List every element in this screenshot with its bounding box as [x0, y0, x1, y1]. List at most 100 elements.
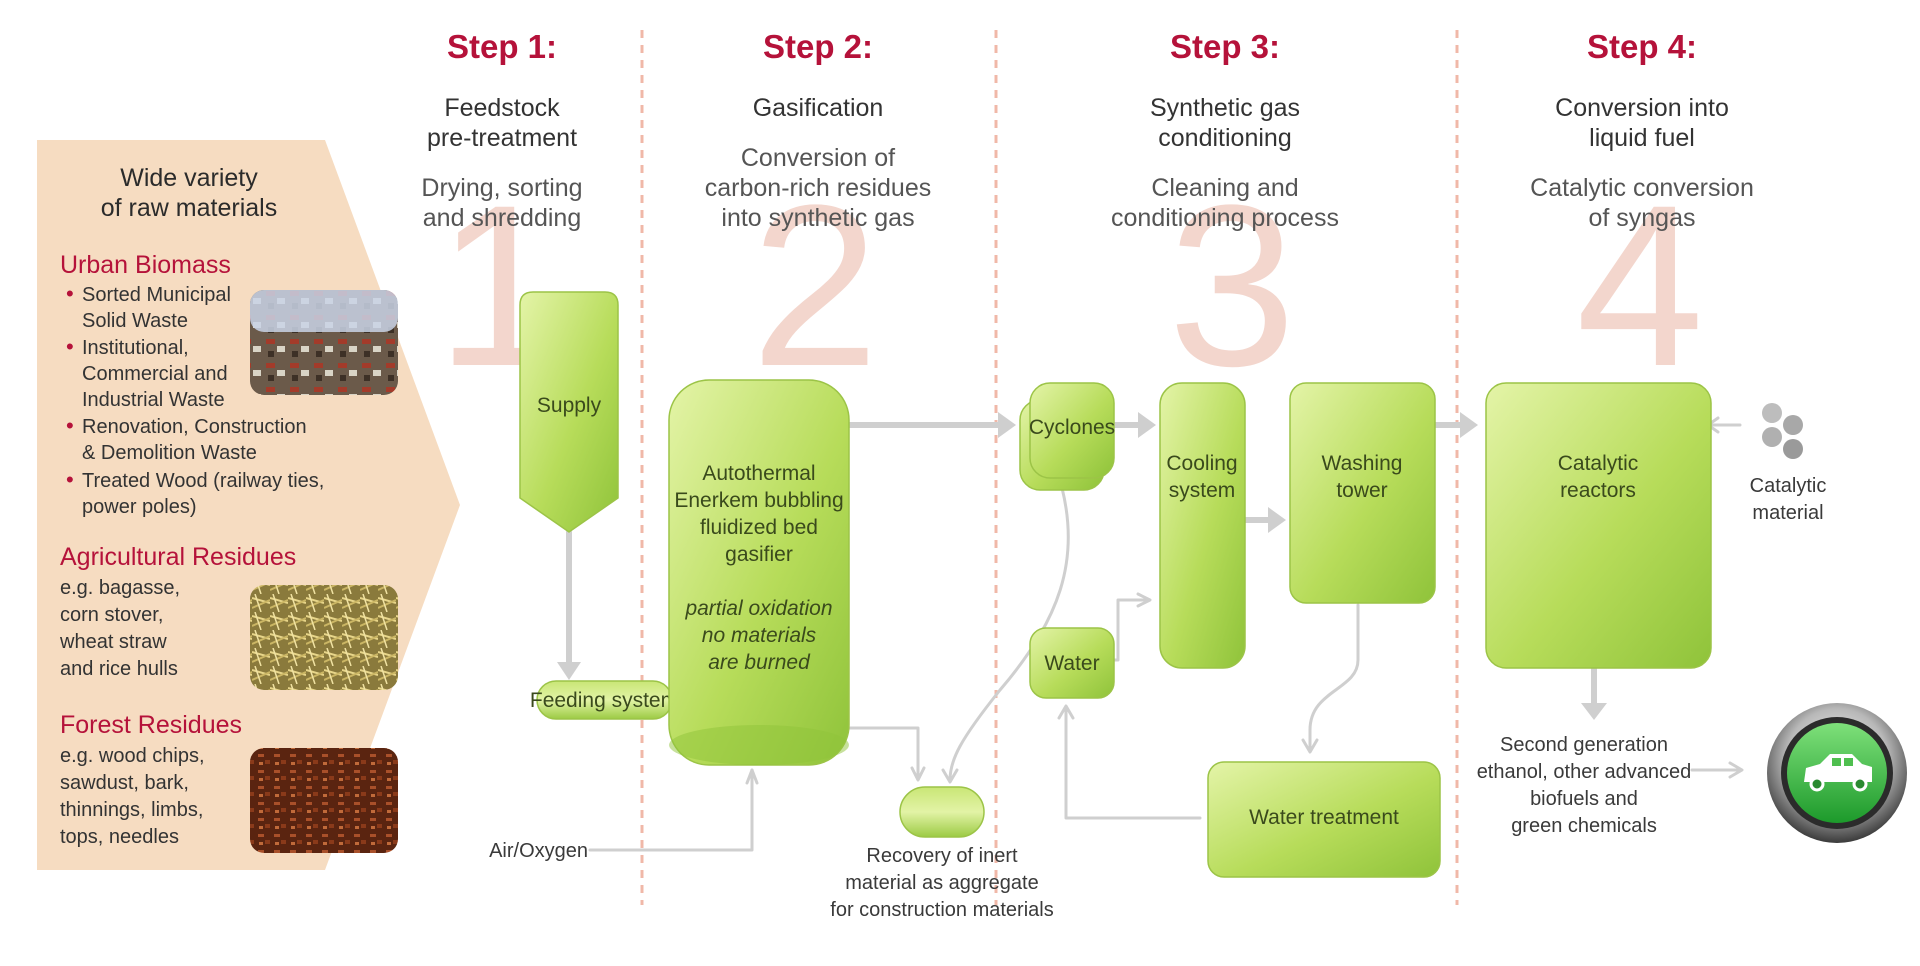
arrowhead-icon — [1460, 412, 1478, 438]
cyclones-recovery-arrowhead-icon — [941, 768, 959, 784]
urban-biomass-title: Urban Biomass — [60, 251, 231, 279]
urban-item-3-line-1: Renovation, Construction — [82, 416, 307, 438]
raw-materials-heading-line-1: Wide variety — [120, 164, 258, 192]
agricultural-line-4: and rice hulls — [60, 658, 178, 680]
urban-item-3-line-2: & Demolition Waste — [82, 442, 257, 464]
gasifier — [668, 379, 850, 766]
step-4-subtitle-line-1: Conversion into — [1555, 94, 1729, 122]
catalytic-material-label-line-2: material — [1752, 502, 1823, 524]
gasifier-labels: Autothermal Enerkem bubbling fluidized b… — [674, 462, 843, 674]
step-4-big-number: 4 — [1576, 157, 1704, 414]
bullet-icon: • — [66, 334, 74, 359]
cooling-system-label-line-1: Cooling — [1166, 452, 1237, 475]
water-treatment — [1207, 761, 1441, 878]
urban-waste-image-sky — [250, 290, 398, 332]
cyclones — [1029, 382, 1115, 479]
outputs-line-2: ethanol, other advanced — [1477, 761, 1692, 783]
straw-image — [250, 585, 398, 690]
outputs-line-1: Second generation — [1500, 734, 1668, 756]
gasifier-note-line-3: are burned — [708, 651, 811, 674]
forest-line-1: e.g. wood chips, — [60, 745, 205, 767]
step-3-header: Step 3: Synthetic gas conditioning Clean… — [1111, 28, 1339, 232]
raw-materials-heading: Wide variety of raw materials — [101, 164, 277, 222]
gasifier-note-line-1: partial oxidation — [684, 597, 832, 620]
step-1-header: Step 1: Feedstock pre-treatment Drying, … — [421, 28, 582, 232]
air-oxygen-arrowhead-icon — [745, 768, 759, 785]
supply-label: Supply — [537, 394, 602, 417]
step-4-description-line-2: of syngas — [1588, 204, 1695, 232]
bullet-icon: • — [66, 467, 74, 492]
step-1-subtitle-line-2: pre-treatment — [427, 124, 577, 152]
agricultural-list: e.g. bagasse, corn stover, wheat straw a… — [59, 577, 180, 680]
outputs-text: Second generation ethanol, other advance… — [1477, 734, 1692, 837]
urban-item-4-line-1: Treated Wood (railway ties, — [82, 470, 324, 492]
arrowhead-icon — [998, 412, 1016, 438]
catalytic-reactors — [1485, 382, 1712, 669]
step-4-subtitle-line-2: liquid fuel — [1589, 124, 1695, 152]
recovery-note-line-2: material as aggregate — [845, 872, 1038, 894]
gasifier-note-line-2: no materials — [702, 624, 817, 647]
catalytic-material-label-line-1: Catalytic — [1750, 475, 1827, 497]
water-cooling-arrowhead-icon — [1136, 592, 1152, 608]
car-arrowhead-icon — [1728, 761, 1744, 779]
cooling-system — [1159, 382, 1246, 669]
washing-tower-label-line-1: Washing — [1322, 452, 1403, 475]
arrowhead-icon — [1138, 412, 1156, 438]
washing-tower — [1289, 382, 1436, 604]
step-2-description-line-1: Conversion of — [741, 144, 895, 172]
arrowhead-icon — [1268, 507, 1286, 533]
agricultural-line-2: corn stover, — [60, 604, 163, 626]
connector-arrows — [566, 422, 1597, 708]
catalytic-reactors-label-line-2: reactors — [1560, 479, 1636, 502]
forest-residues-title: Forest Residues — [60, 711, 242, 739]
gasifier-label-line-3: fluidized bed — [700, 516, 818, 539]
washing-to-treatment-line — [1308, 603, 1360, 752]
treatment-arrowhead-icon — [1301, 738, 1319, 754]
treatment-to-water-line — [1064, 706, 1202, 820]
cooling-system-label-line-2: system — [1169, 479, 1236, 502]
recovery-note: Recovery of inert material as aggregate … — [830, 845, 1053, 921]
water-label: Water — [1044, 652, 1099, 675]
urban-item-1-line-1: Sorted Municipal — [82, 284, 231, 306]
urban-item-1-line-2: Solid Waste — [82, 310, 188, 332]
step-3-description-line-2: conditioning process — [1111, 204, 1339, 232]
step-1-description-line-2: and shredding — [423, 204, 581, 232]
step-1-title: Step 1: — [447, 28, 557, 65]
agricultural-line-3: wheat straw — [59, 631, 167, 653]
cyclones-to-recovery-line — [948, 486, 1070, 782]
recovery-note-line-3: for construction materials — [830, 899, 1053, 921]
step-4-description-line-1: Catalytic conversion — [1530, 174, 1754, 202]
gasifier-label-line-2: Enerkem bubbling — [674, 489, 843, 512]
feeding-system-label: Feeding system — [530, 689, 678, 712]
step-2-subtitle-line-1: Gasification — [753, 94, 884, 122]
gasifier-to-recovery-line — [846, 726, 920, 780]
step-3-title: Step 3: — [1170, 28, 1280, 65]
step-4-header: Step 4: Conversion into liquid fuel Cata… — [1530, 28, 1754, 232]
arrowhead-icon — [557, 662, 581, 680]
recovery-note-line-1: Recovery of inert — [866, 845, 1018, 867]
connector-arrowheads — [557, 412, 1607, 720]
air-oxygen-line — [588, 768, 754, 852]
urban-item-2-line-3: Industrial Waste — [82, 389, 225, 411]
gasifier-label-line-4: gasifier — [725, 543, 793, 566]
arrowhead-icon — [1581, 703, 1607, 720]
step-2-big-number: 2 — [751, 157, 879, 414]
wood-chips-image — [250, 748, 398, 853]
agricultural-line-1: e.g. bagasse, — [60, 577, 180, 599]
recovery-vessel — [899, 786, 985, 838]
step-2-title: Step 2: — [763, 28, 873, 65]
forest-list: e.g. wood chips, sawdust, bark, thinning… — [60, 745, 205, 848]
supply-hopper — [519, 291, 619, 533]
step-1-description-line-1: Drying, sorting — [421, 174, 582, 202]
raw-materials-heading-line-2: of raw materials — [101, 194, 277, 222]
recovery-arrowhead-icon — [910, 766, 926, 782]
car-icon — [1767, 703, 1907, 843]
step-3-subtitle-line-2: conditioning — [1158, 124, 1291, 152]
urban-biomass-list: • Sorted Municipal Solid Waste • Institu… — [66, 281, 324, 518]
step-4-title: Step 4: — [1587, 28, 1697, 65]
agricultural-residues-title: Agricultural Residues — [60, 543, 296, 571]
step-3-description-line-1: Cleaning and — [1151, 174, 1298, 202]
washing-tower-label-line-2: tower — [1336, 479, 1387, 502]
